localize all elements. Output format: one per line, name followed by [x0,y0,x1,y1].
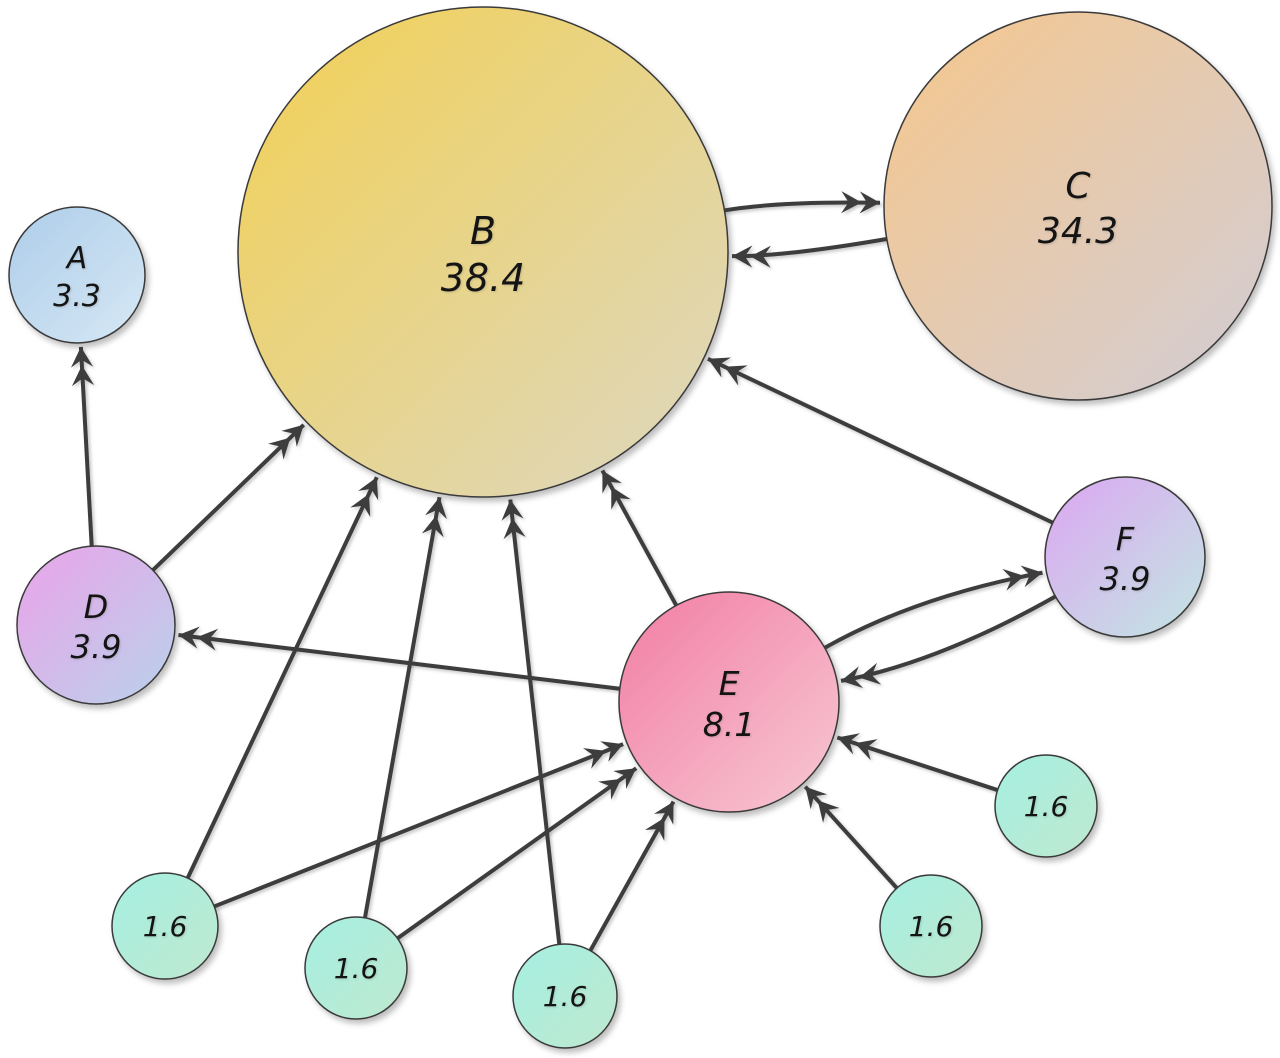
edge-E-to-B [600,469,679,609]
edge-s1-to-B [184,476,379,881]
node-A: A3.3 [8,206,146,344]
node-D-value: 3.9 [71,628,122,666]
node-D: D3.9 [16,545,176,705]
node-E-value: 8.1 [703,705,755,744]
node-A-label: A [65,241,88,276]
node-s1-circle [111,872,219,980]
edges-layer [70,191,1059,954]
edge-F-to-B [707,356,1056,526]
edge-F-to-E [840,593,1059,689]
node-D-circle [16,545,176,705]
edge-s3-to-B [501,499,562,947]
node-s5-value: 1.6 [1024,790,1069,823]
node-s1: 1.6 [111,872,219,980]
node-D-label: D [84,588,109,626]
edge-C-to-B [731,236,890,268]
node-E-circle [618,591,840,813]
edge-s2-to-E [394,766,638,942]
edge-E-to-F [822,565,1043,651]
edge-B-to-C [722,191,881,214]
node-s4: 1.6 [879,874,983,978]
edge-s4-to-E [803,785,900,891]
edge-s2-to-B [362,496,447,921]
node-C-label: C [1065,166,1091,207]
edge-E-to-D [178,626,623,691]
edge-s1-to-E [211,741,624,910]
node-F: F3.9 [1044,476,1206,638]
node-F-circle [1044,476,1206,638]
node-s4-value: 1.6 [909,910,954,943]
node-E-label: E [719,664,740,703]
node-B-circle [237,6,729,498]
nodes-layer: A3.3B38.4C34.3D3.9E8.1F3.91.61.61.61.61.… [8,6,1273,1049]
node-C-value: 34.3 [1038,211,1118,252]
node-s2-circle [304,916,408,1020]
node-B-value: 38.4 [441,256,526,300]
node-A-value: 3.3 [53,279,101,314]
edge-s5-to-E [836,733,1001,793]
node-F-label: F [1116,520,1135,558]
node-s3-value: 1.6 [543,980,588,1013]
node-C-circle [883,11,1273,401]
node-s3-circle [512,943,618,1049]
edge-D-to-B [150,423,306,574]
node-F-value: 3.9 [1100,560,1151,598]
node-A-circle [8,206,146,344]
node-s2: 1.6 [304,916,408,1020]
node-s1-value: 1.6 [143,910,188,943]
node-E: E8.1 [618,591,840,813]
node-s3: 1.6 [512,943,618,1049]
node-B: B38.4 [237,6,729,498]
node-B-label: B [470,209,496,253]
node-s5-circle [994,754,1098,858]
node-s5: 1.6 [994,754,1098,858]
node-s2-value: 1.6 [334,952,379,985]
edge-D-to-A [70,346,95,549]
node-s4-circle [879,874,983,978]
node-C: C34.3 [883,11,1273,401]
edge-s3-to-E [587,800,676,954]
